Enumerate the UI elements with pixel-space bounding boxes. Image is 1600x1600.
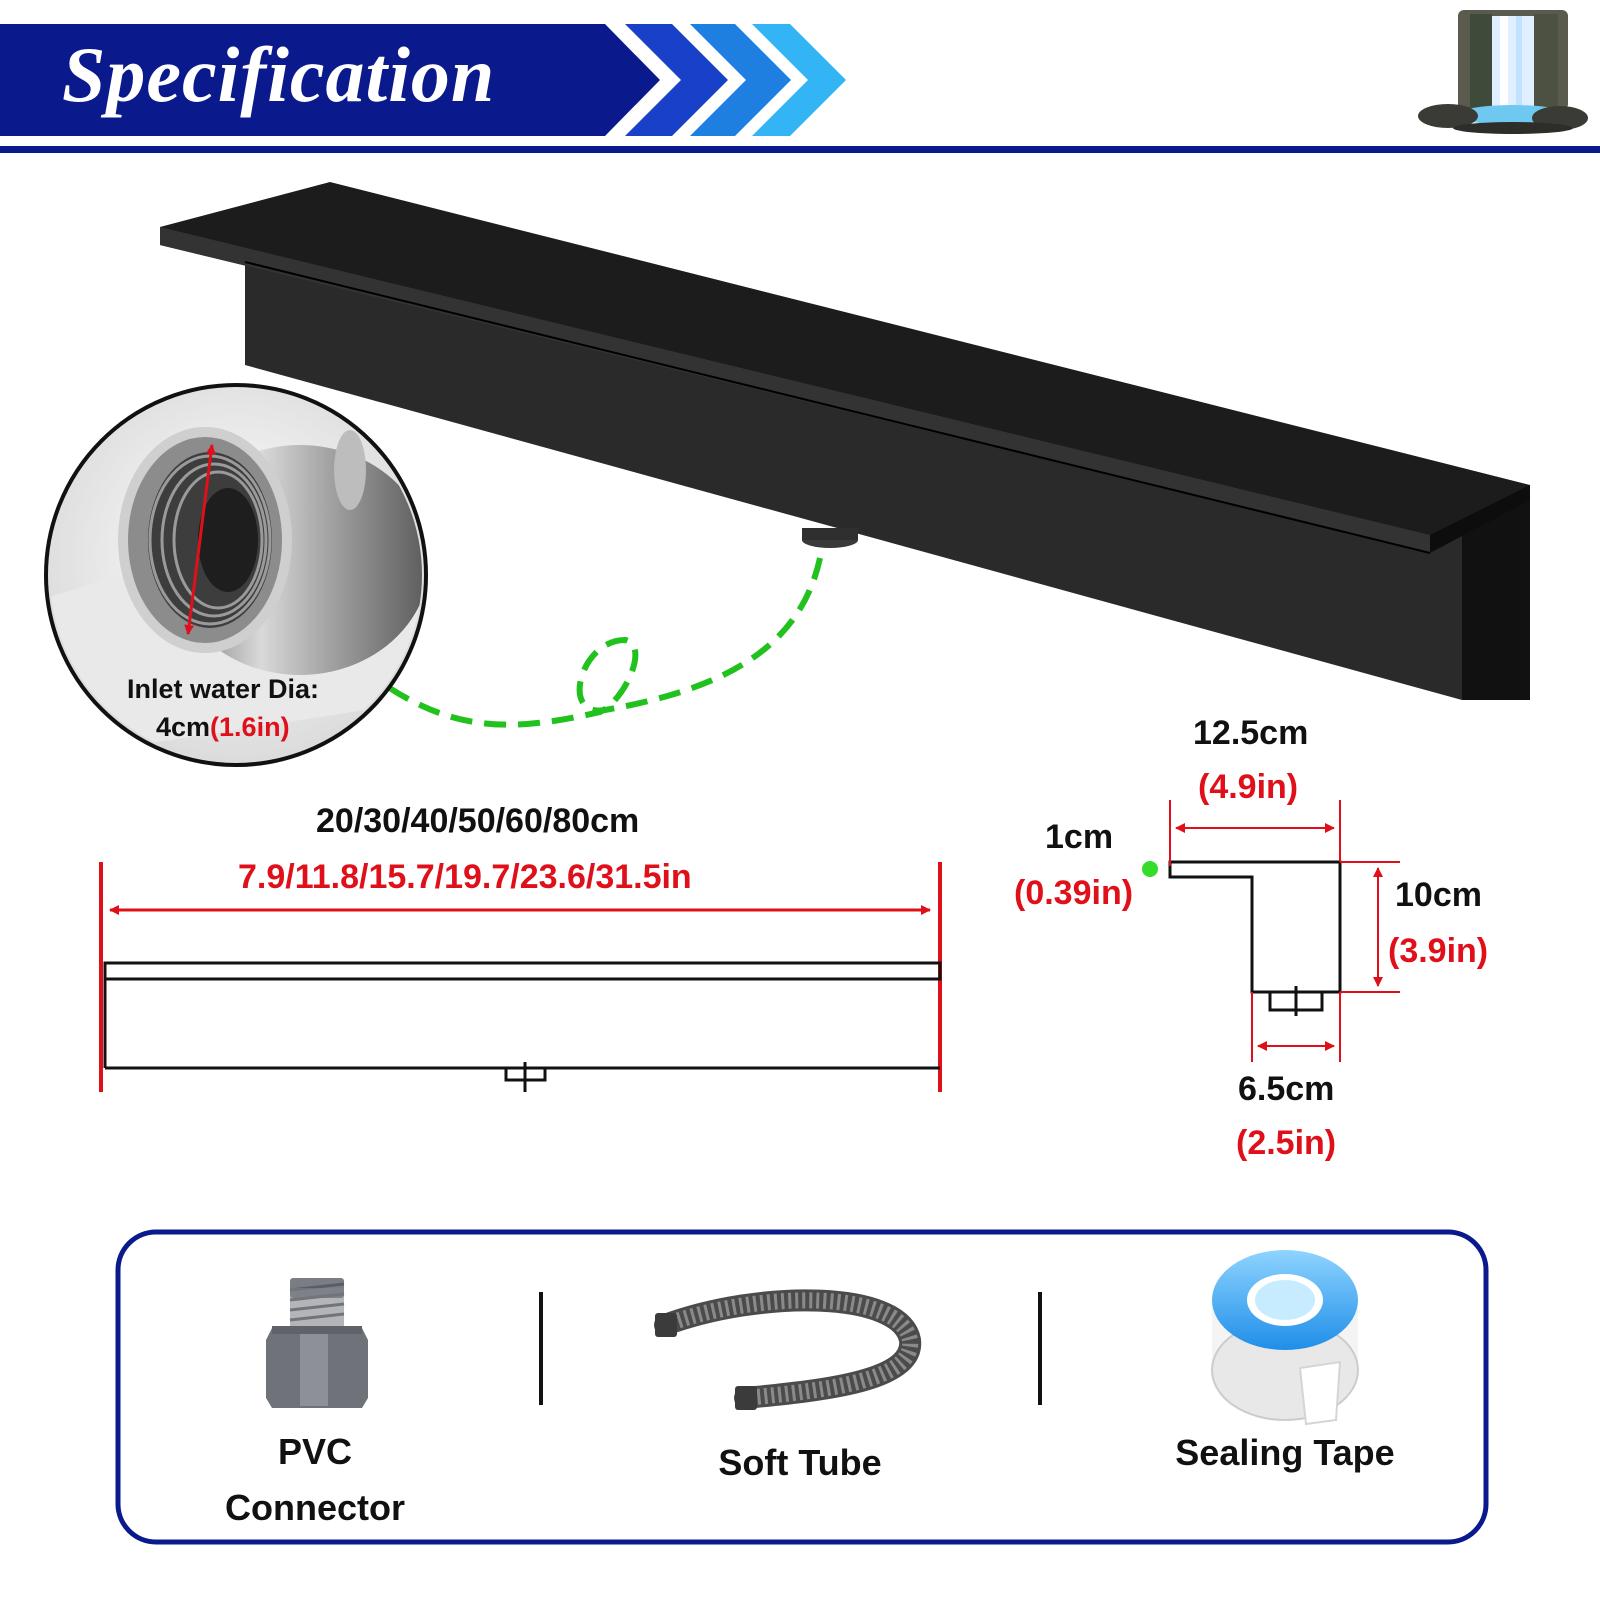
- channel-in-label: (2.5in): [1236, 1124, 1337, 1162]
- header-banner: [0, 24, 1600, 153]
- depth-cm-label: 12.5cm: [1193, 714, 1309, 752]
- lip-marker-dot: [1142, 861, 1158, 877]
- page-title: Specification: [62, 31, 496, 118]
- lip-in-label: (0.39in): [1014, 874, 1134, 912]
- channel-cm-label: 6.5cm: [1238, 1070, 1335, 1108]
- height-cm-label: 10cm: [1395, 876, 1482, 914]
- depth-in-label: (4.9in): [1198, 768, 1299, 806]
- inlet-value: 4cm(1.6in): [156, 712, 290, 743]
- spillway-product-image: [160, 182, 1530, 700]
- side-view-drawing: [1142, 800, 1400, 1062]
- header-underline: [0, 146, 1600, 153]
- waterfall-thumbnail-icon: [1418, 10, 1588, 134]
- soft-tube-icon: [654, 1289, 922, 1410]
- chevron-3-icon: [752, 24, 846, 136]
- inlet-closeup-circle: [44, 383, 428, 767]
- lip-cm-label: 1cm: [1045, 818, 1114, 856]
- chevron-1-icon: [625, 24, 728, 136]
- inlet-label: Inlet water Dia:: [127, 674, 320, 704]
- accessory-sealing-tape-label: Sealing Tape: [1175, 1432, 1395, 1473]
- accessory-pvc-connector-label: PVC Connector: [225, 1431, 405, 1528]
- accessory-soft-tube-label: Soft Tube: [718, 1442, 882, 1483]
- length-in-label: 7.9/11.8/15.7/19.7/23.6/31.5in: [238, 858, 692, 896]
- height-in-label: (3.9in): [1388, 932, 1489, 970]
- inlet-value-in: (1.6in): [210, 712, 290, 742]
- length-cm-label: 20/30/40/50/60/80cm: [316, 802, 640, 840]
- accessories-panel: [115, 1229, 1489, 1545]
- chevron-2-icon: [690, 24, 791, 136]
- inlet-callout-dashed-arrow: [383, 557, 823, 728]
- inlet-value-cm: 4cm: [156, 712, 211, 742]
- header-blue-band: [0, 24, 660, 136]
- front-view-drawing: [99, 862, 942, 1092]
- pvc-connector-icon: [266, 1278, 368, 1408]
- sealing-tape-icon: [1211, 1250, 1359, 1426]
